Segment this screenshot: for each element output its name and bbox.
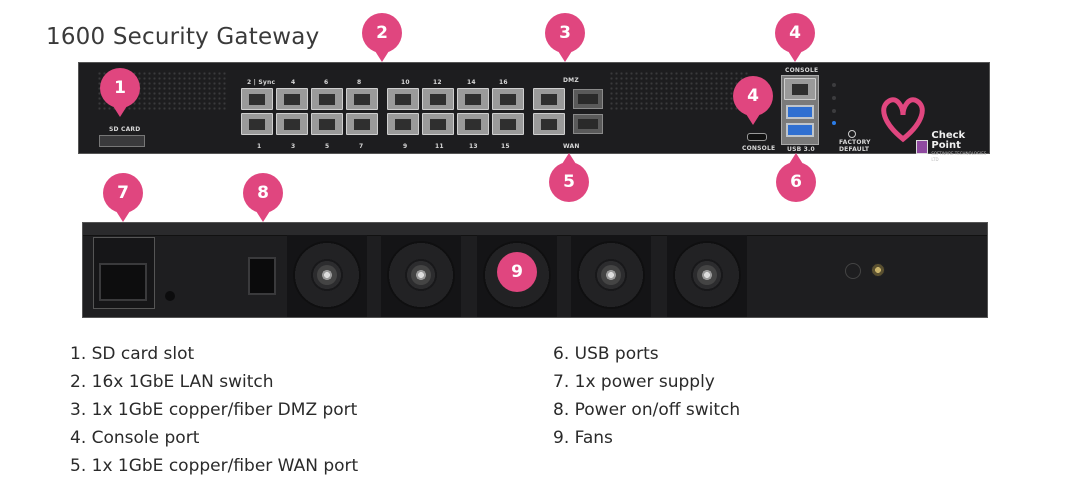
callout-badge-4-side: 4 [733, 76, 773, 125]
port-label-top: 16 [499, 79, 508, 86]
lan-port[interactable] [346, 88, 378, 110]
lan-port[interactable] [422, 88, 454, 110]
fan [667, 235, 747, 317]
fan [287, 235, 367, 317]
front-panel: SD CARD 2 | Sync 4 6 8 10 12 14 16 1 3 5… [78, 62, 990, 162]
usb-port[interactable] [786, 105, 814, 119]
power-switch[interactable] [248, 257, 276, 295]
port-label-bottom: 9 [403, 143, 408, 150]
front-vent-right [609, 71, 749, 111]
callout-badge-4-top: 4 [775, 13, 815, 62]
legend-item: 1. SD card slot [70, 344, 195, 364]
lan-port[interactable] [457, 113, 489, 135]
callout-badge-6: 6 [776, 153, 816, 202]
port-label-bottom: 13 [469, 143, 478, 150]
usb-port[interactable] [786, 123, 814, 137]
port-label-bottom: 3 [291, 143, 296, 150]
ground-hole [165, 291, 175, 301]
callout-badge-7: 7 [103, 173, 143, 222]
legend-item: 8. Power on/off switch [553, 400, 741, 420]
console-rj45-port[interactable] [784, 78, 816, 100]
status-led [832, 96, 836, 100]
legend-item: 2. 16x 1GbE LAN switch [70, 372, 274, 392]
port-label-top: 8 [357, 79, 362, 86]
check-point-logo-icon [881, 97, 925, 143]
port-label-top: 10 [401, 79, 410, 86]
legend-item: 3. 1x 1GbE copper/fiber DMZ port [70, 400, 358, 420]
wan-label: WAN [563, 143, 580, 150]
lan-port[interactable] [276, 88, 308, 110]
brand-subtitle: SOFTWARE TECHNOLOGIES LTD [931, 151, 987, 162]
port-label-bottom: 11 [435, 143, 444, 150]
rear-screw-hole [845, 263, 861, 279]
callout-badge-9: 9 [497, 252, 537, 292]
fan [381, 235, 461, 317]
callout-badge-2: 2 [362, 13, 402, 62]
lan-port[interactable] [276, 113, 308, 135]
lan-port[interactable] [387, 88, 419, 110]
legend-item: 9. Fans [553, 428, 613, 448]
port-label-top: 2 | Sync [247, 79, 276, 86]
legend-left: 1. SD card slot 2. 16x 1GbE LAN switch 3… [70, 340, 358, 480]
sd-card-label: SD CARD [109, 126, 141, 133]
fan [571, 235, 651, 317]
power-inlet[interactable] [99, 263, 147, 301]
brand-logo: Check Point SOFTWARE TECHNOLOGIES LTD [916, 131, 989, 163]
legend-item: 5. 1x 1GbE copper/fiber WAN port [70, 456, 359, 476]
callout-badge-1: 1 [100, 68, 140, 117]
dmz-fiber-port[interactable] [573, 89, 603, 109]
ground-screw [871, 263, 885, 277]
lan-port[interactable] [311, 113, 343, 135]
console-top-label: CONSOLE [785, 67, 819, 74]
legend-item: 6. USB ports [553, 344, 659, 364]
dmz-label: DMZ [563, 77, 579, 84]
port-label-bottom: 1 [257, 143, 262, 150]
page-title: 1600 Security Gateway [46, 24, 320, 50]
callout-badge-3: 3 [545, 13, 585, 62]
lan-port[interactable] [241, 113, 273, 135]
factory-default-label: FACTORY DEFAULT [839, 139, 871, 153]
console-label: CONSOLE [742, 145, 776, 152]
lan-port[interactable] [346, 113, 378, 135]
port-label-top: 12 [433, 79, 442, 86]
brand-badge-icon [916, 140, 929, 154]
port-label-top: 4 [291, 79, 296, 86]
port-label-bottom: 5 [325, 143, 330, 150]
status-led [832, 83, 836, 87]
lan-port[interactable] [422, 113, 454, 135]
lan-port[interactable] [492, 88, 524, 110]
legend-item: 4. Console port [70, 428, 200, 448]
lan-port[interactable] [387, 113, 419, 135]
port-label-bottom: 15 [501, 143, 510, 150]
lan-port[interactable] [241, 88, 273, 110]
factory-default-button[interactable] [848, 130, 856, 138]
legend-item: 7. 1x power supply [553, 372, 715, 392]
console-usb-c-port[interactable] [747, 133, 767, 141]
port-label-top: 6 [324, 79, 329, 86]
lan-port[interactable] [492, 113, 524, 135]
status-led [832, 121, 836, 125]
wan-copper-port[interactable] [533, 113, 565, 135]
wan-fiber-port[interactable] [573, 114, 603, 134]
status-led [832, 109, 836, 113]
sd-card-slot[interactable] [99, 135, 145, 147]
callout-badge-8: 8 [243, 173, 283, 222]
callout-badge-5: 5 [549, 153, 589, 202]
legend-right: 6. USB ports 7. 1x power supply 8. Power… [553, 340, 740, 452]
usb-label: USB 3.0 [787, 146, 815, 153]
port-label-bottom: 7 [359, 143, 364, 150]
port-label-top: 14 [467, 79, 476, 86]
brand-name: Check Point [931, 130, 966, 151]
dmz-copper-port[interactable] [533, 88, 565, 110]
lan-port[interactable] [457, 88, 489, 110]
lan-port[interactable] [311, 88, 343, 110]
